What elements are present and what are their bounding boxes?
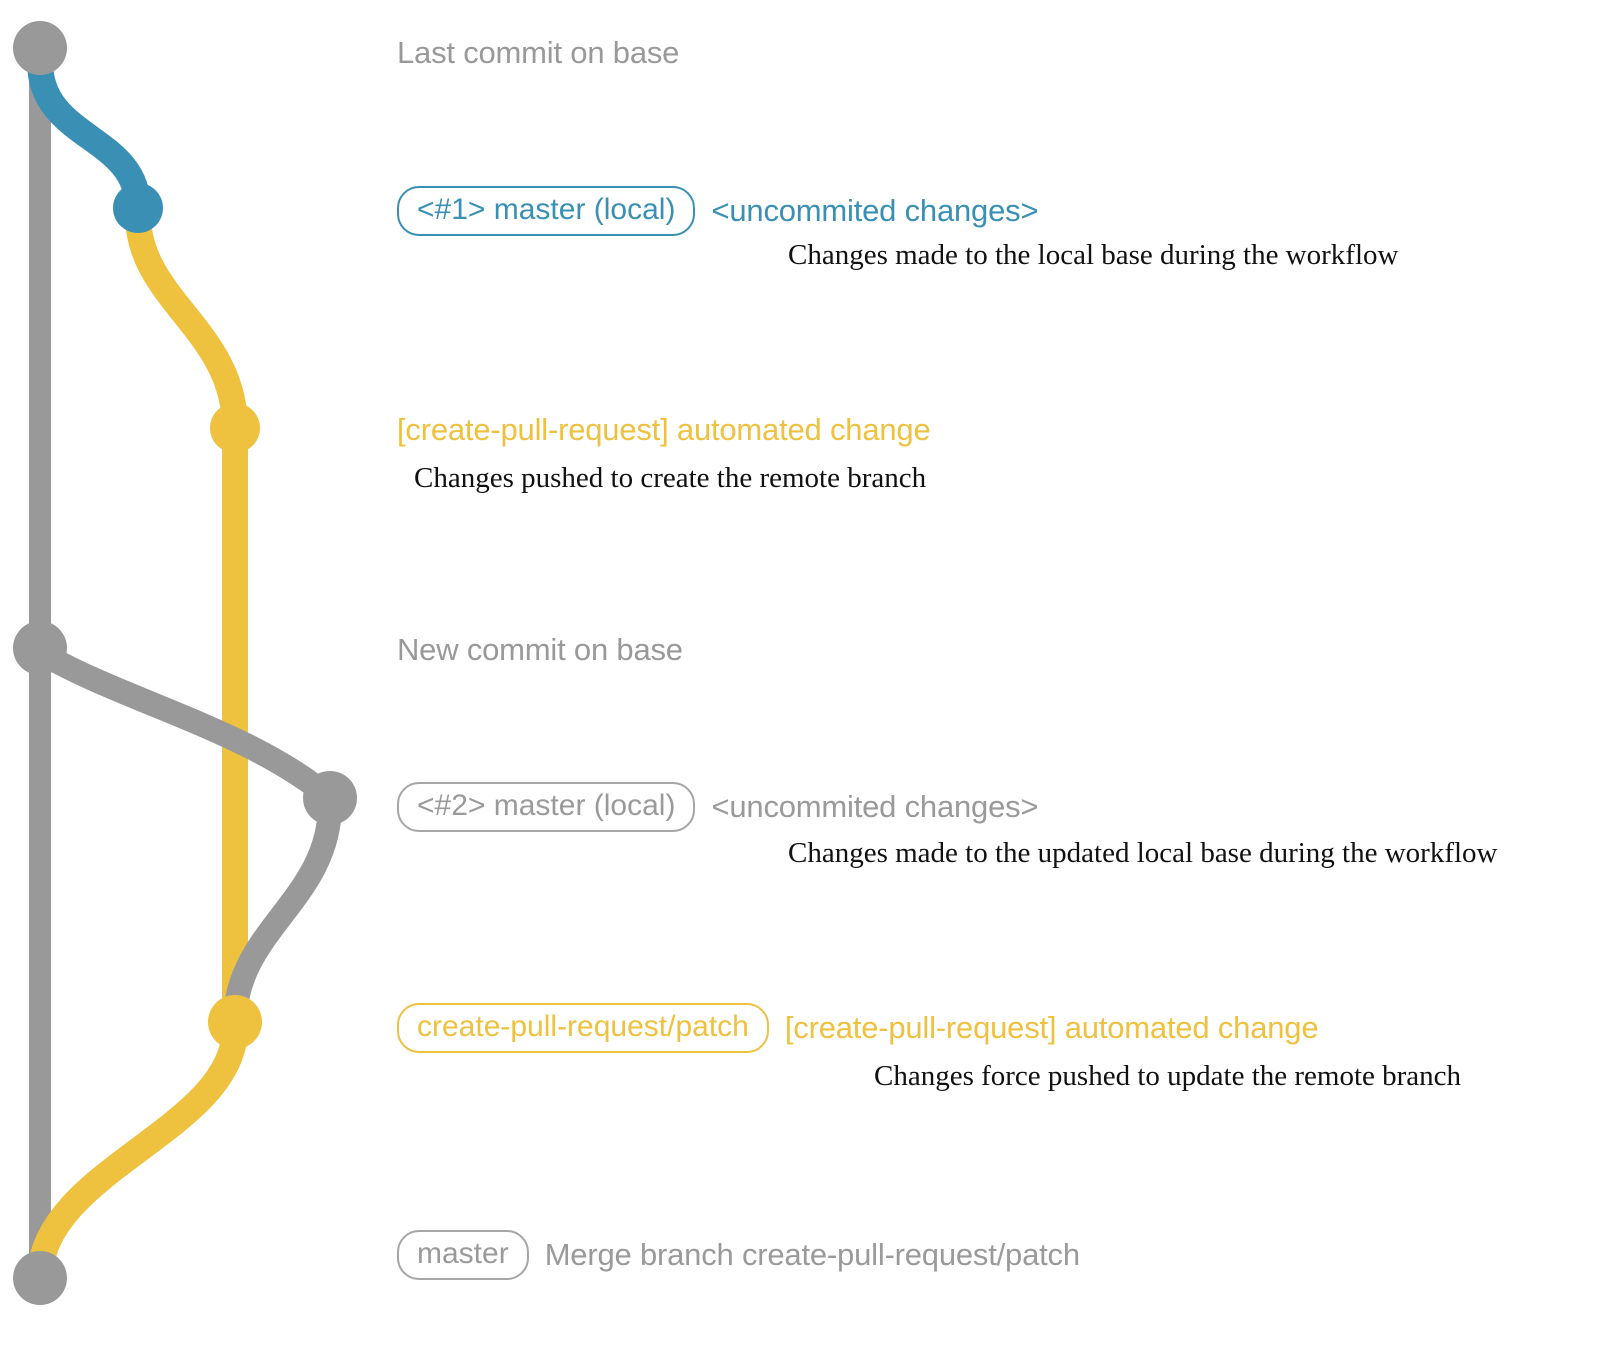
- commit-node-new-commit-on-base[interactable]: [13, 621, 67, 675]
- commit-description-automated-change-1: Changes pushed to create the remote bran…: [414, 462, 927, 494]
- commit-row-automated-change-1: [create-pull-request] automated change: [397, 412, 931, 448]
- commit-node-master-local-1[interactable]: [113, 183, 163, 233]
- ref-badge-master-local-2[interactable]: <#2> master (local): [397, 782, 696, 832]
- commit-node-automated-change-1[interactable]: [210, 403, 260, 453]
- commit-subject-automated-change-2: [create-pull-request] automated change: [784, 1010, 1319, 1045]
- commit-row-new-commit-on-base: New commit on base: [397, 632, 683, 668]
- commit-node-last-commit-on-base[interactable]: [13, 21, 67, 75]
- commit-description-master-local-2: Changes made to the updated local base d…: [788, 837, 1498, 869]
- commit-subject-automated-change-1: [create-pull-request] automated change: [397, 412, 931, 447]
- ref-badge-master[interactable]: master: [397, 1230, 529, 1280]
- branch-line-local2-to-patch: [223, 792, 342, 1034]
- commit-row-merge-branch: master Merge branch create-pull-request/…: [397, 1230, 1080, 1280]
- commit-subject-new-commit-on-base: New commit on base: [397, 632, 683, 667]
- commit-subject-master-local-1: <uncommited changes>: [711, 193, 1039, 228]
- commit-node-merge-branch[interactable]: [13, 1251, 67, 1305]
- commit-description-automated-change-2: Changes force pushed to update the remot…: [874, 1060, 1462, 1092]
- commit-row-master-local-1: <#1> master (local) <uncommited changes>: [397, 186, 1039, 236]
- commit-subject-merge-branch: Merge branch create-pull-request/patch: [544, 1237, 1080, 1272]
- ref-badge-create-pull-request-patch[interactable]: create-pull-request/patch: [397, 1003, 769, 1053]
- commit-node-master-local-2[interactable]: [303, 771, 357, 825]
- git-graph: [0, 0, 400, 1344]
- git-graph-svg: [13, 21, 357, 1305]
- branch-line-local-2: [28, 640, 342, 810]
- commit-row-automated-change-2: create-pull-request/patch [create-pull-r…: [397, 1003, 1319, 1053]
- branch-line-patch-merge: [27, 1015, 248, 1291]
- commit-node-automated-change-2[interactable]: [208, 995, 262, 1049]
- commit-subject-master-local-2: <uncommited changes>: [711, 789, 1039, 824]
- commit-row-last-commit-on-base: Last commit on base: [397, 35, 679, 71]
- commit-description-master-local-1: Changes made to the local base during th…: [788, 239, 1399, 271]
- commit-subject-last-commit-on-base: Last commit on base: [397, 35, 680, 70]
- ref-badge-master-local-1[interactable]: <#1> master (local): [397, 186, 696, 236]
- commit-row-master-local-2: <#2> master (local) <uncommited changes>: [397, 782, 1039, 832]
